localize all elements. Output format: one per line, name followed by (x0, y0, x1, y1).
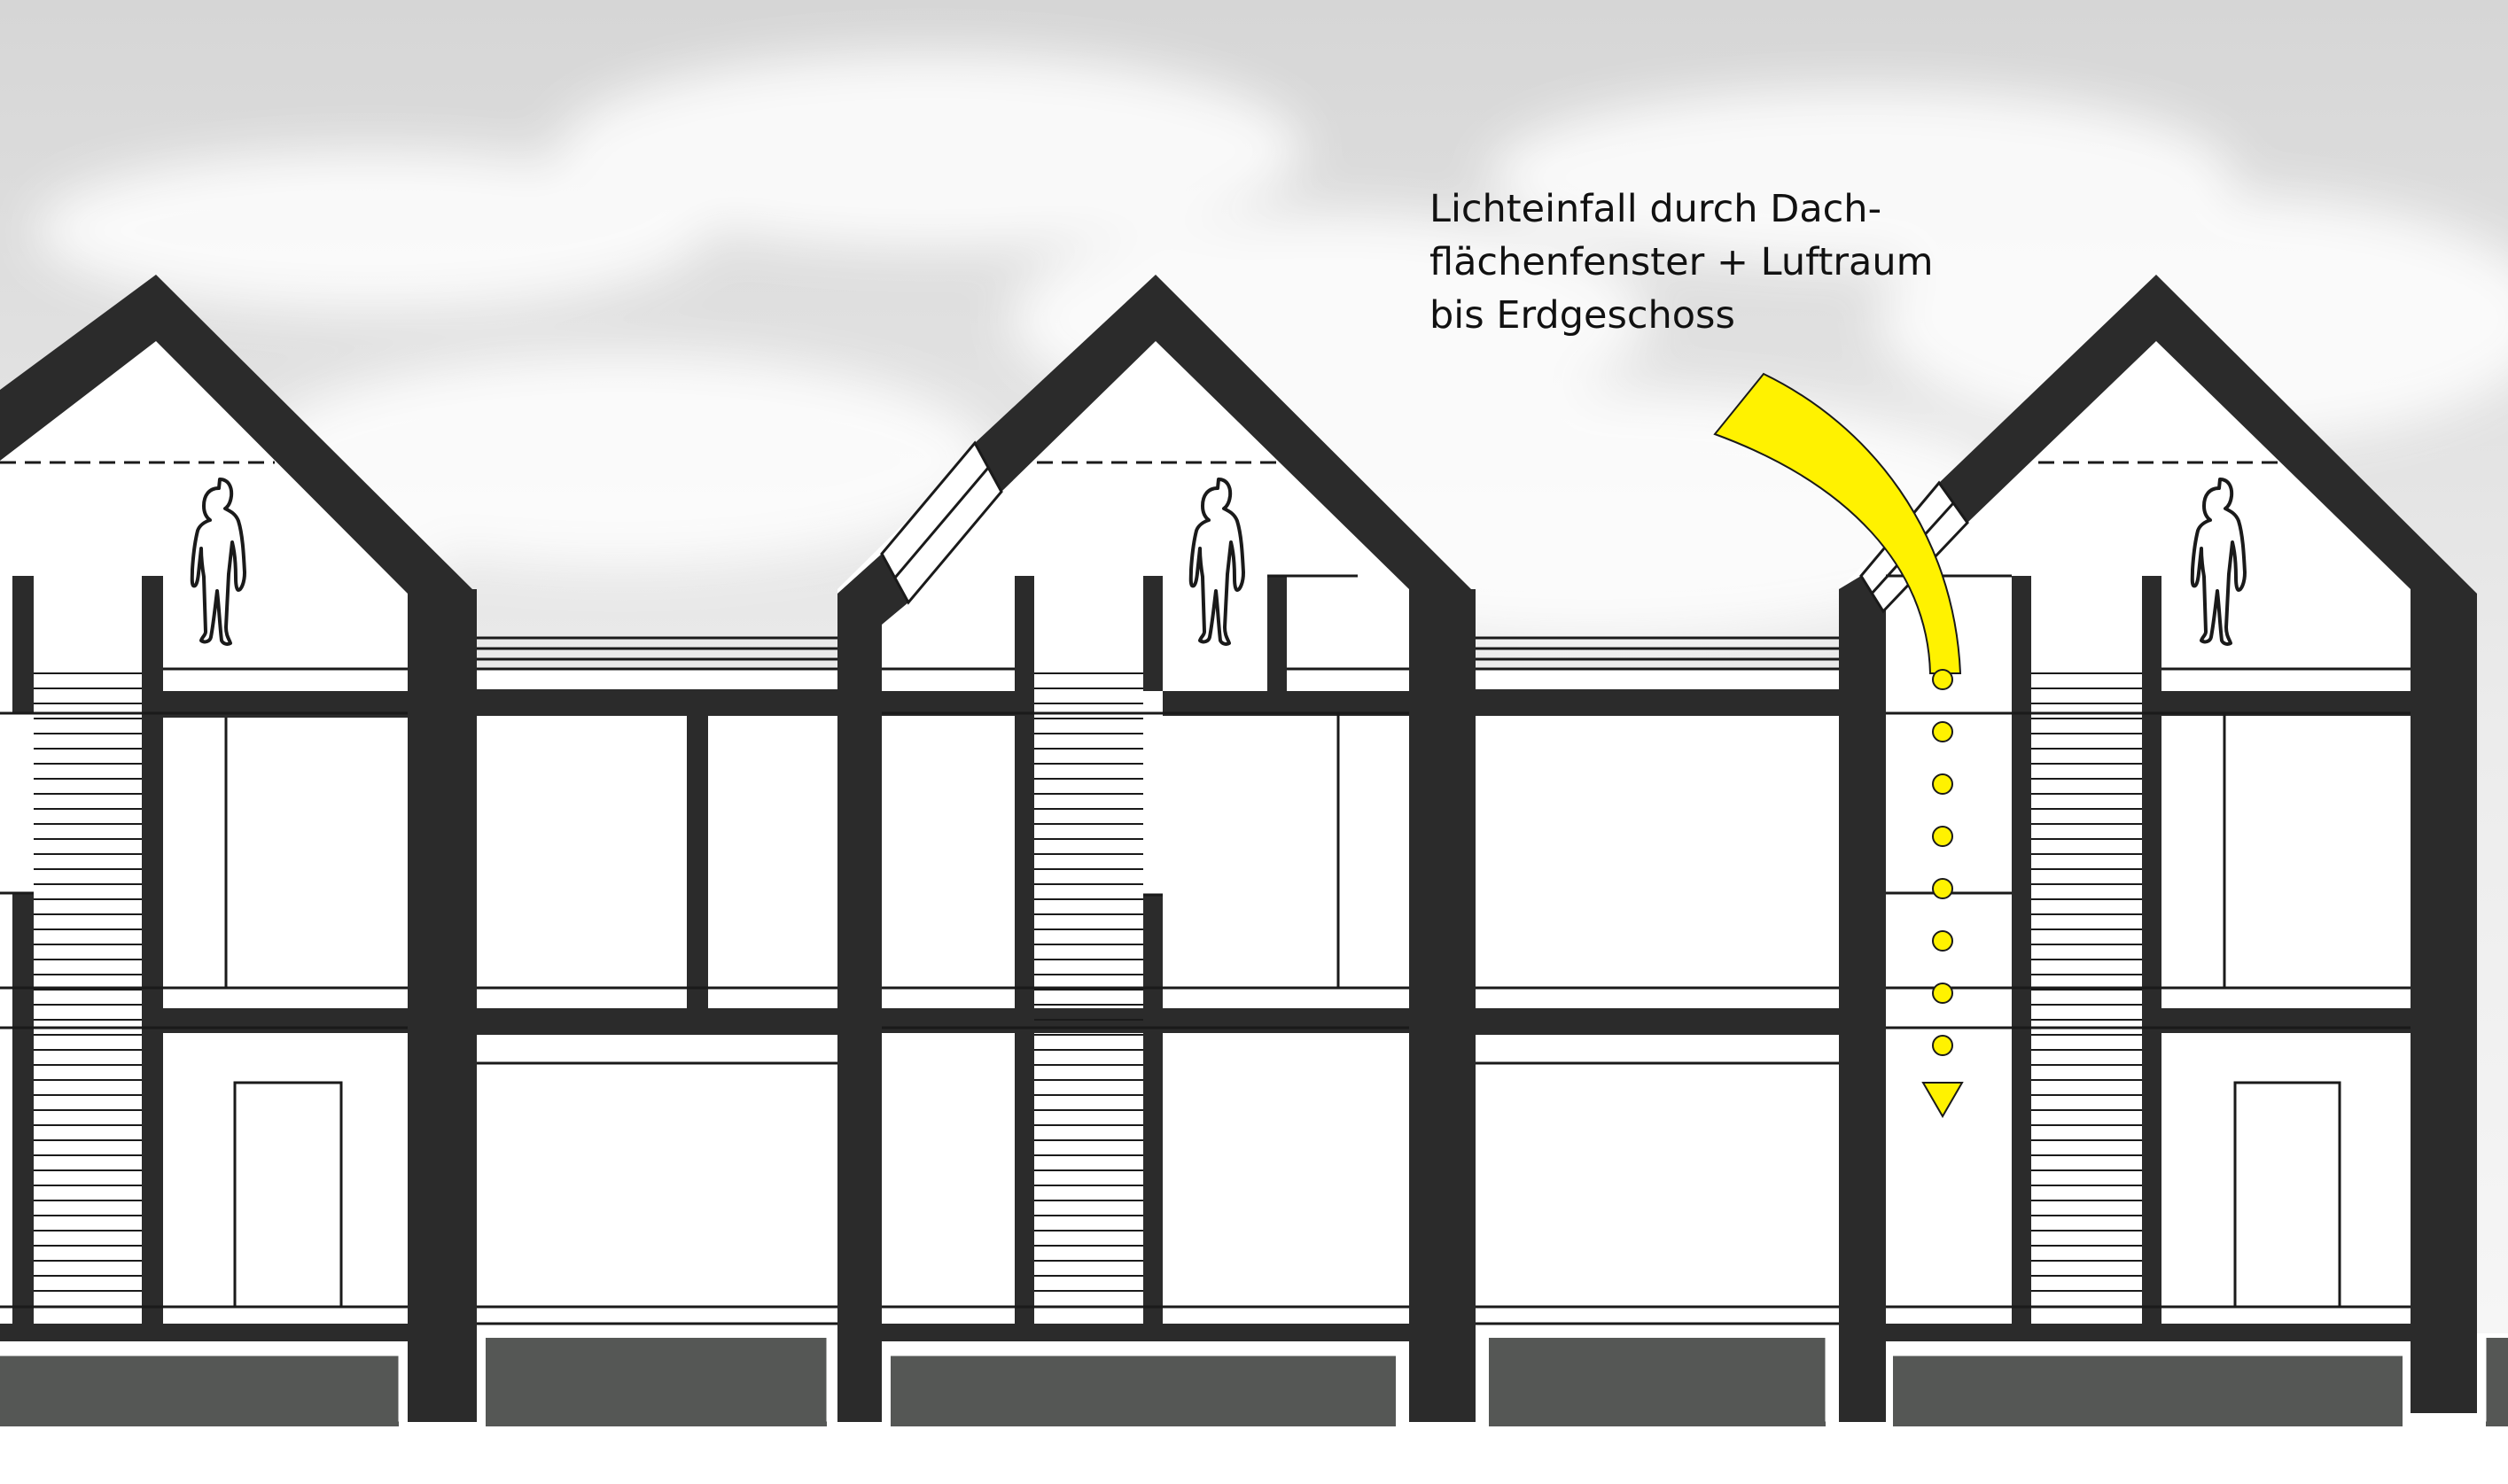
house-2-lines (882, 461, 1409, 1309)
annotation-line-2: flächenfenster + Luftraum (1429, 240, 1934, 284)
annotation-line-3: bis Erdgeschoss (1429, 293, 1735, 338)
connector-1 (477, 636, 837, 1325)
house-1-stair (34, 672, 142, 1292)
house-3-lines (1886, 461, 2411, 1309)
house-3 (1839, 275, 2477, 1422)
annotation-line-1: Lichteinfall durch Dach- (1429, 187, 1882, 231)
house-2 (837, 275, 1476, 1422)
ground (0, 1338, 2508, 1426)
house-2-skylight (880, 440, 1003, 605)
house-3-stair (2031, 672, 2142, 1292)
connector-2 (1476, 636, 1839, 1325)
light-beam-arrow-icon (1713, 372, 1964, 1118)
house-1 (0, 275, 477, 1422)
house-interiors (0, 275, 2411, 1338)
house-2-stair (1034, 672, 1143, 1292)
light-annotation-text: Lichteinfall durch Dach- flächenfenster … (1429, 183, 2050, 342)
house-1-lines (0, 461, 408, 1309)
